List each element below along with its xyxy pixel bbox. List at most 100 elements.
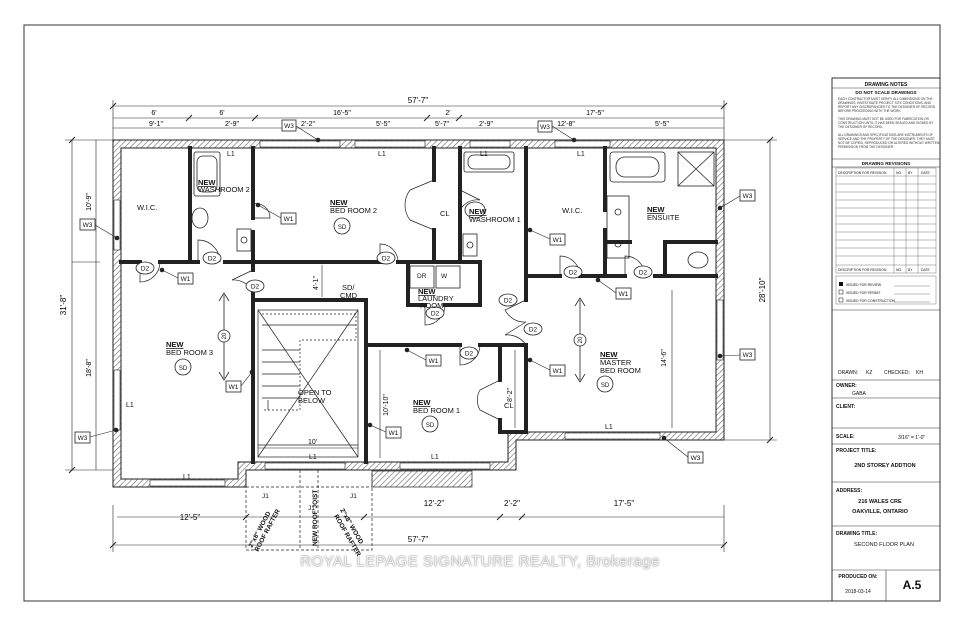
dim-open-width: 10' [308, 439, 317, 446]
tb-note-line-6: THIS DRAWING MUST NOT BE USED FOR FABRIC… [838, 117, 930, 121]
tb-project-label: PROJECT TITLE: [836, 448, 877, 454]
tb-address-label: ADDRESS: [836, 488, 862, 494]
dim-top-2: 6' [219, 110, 224, 117]
tb-note-line-13: PERMISSION FROM THE DESIGNER. [838, 145, 894, 149]
tb-scale-label: SCALE: [836, 434, 855, 440]
tag-l1-6: L1 [183, 474, 191, 481]
title-block-text: DRAWING NOTES DO NOT SCALE DRAWINGS EACH… [836, 82, 940, 595]
dim-bottom-1: 12'-5" [180, 513, 201, 522]
tb-client-label: CLIENT: [836, 404, 856, 410]
roof-j1-left: J1 [262, 493, 269, 500]
label-washroom2: WASHROOM 2 [198, 185, 250, 194]
smoke-detectors [174, 217, 614, 433]
tag-w3-7: W3 [691, 455, 701, 462]
tag-w3-5: W3 [743, 352, 753, 359]
label-w: W [441, 273, 448, 280]
tb-rev-col-date: DATE [921, 171, 931, 175]
tb-issue-permit: ISSUED FOR PERMIT [846, 291, 880, 295]
tag-d2-7: D2 [529, 327, 538, 334]
dim-top-3: 16'-5" [333, 110, 351, 117]
label-bed3-new: NEW [166, 340, 184, 349]
dim-bottom-3: 2'-2" [504, 499, 520, 508]
label-open-2: BELOW [298, 396, 326, 405]
tag-w1-1: W1 [284, 216, 294, 223]
roof-zone [245, 470, 373, 551]
dim-top-5: 17'-5" [586, 110, 604, 117]
issue-boxes [838, 282, 844, 303]
tb-rev-col-by: BY [908, 171, 913, 175]
label-sd-cmd-1: SD/ [342, 283, 355, 292]
tb-project-value: 2ND STOREY ADDTION [854, 463, 915, 469]
label-bed2: BED ROOM 2 [330, 206, 377, 215]
tb-scale-value: 3/16" = 1'-0" [898, 435, 925, 441]
tag-w3-4: W3 [743, 193, 753, 200]
tb-drawn-value: KZ [866, 370, 872, 376]
dim-top-4: 2' [445, 110, 450, 117]
tb-drawn-label: DRAWN: [838, 370, 858, 376]
label-bed1: BED ROOM 1 [413, 406, 460, 415]
dim-bottom-2: 12'-2" [424, 499, 445, 508]
dim-overall-bottom: 57'-7" [408, 535, 429, 544]
dim-top2-5: 5'-7" [435, 121, 449, 128]
label-laundry-2: ROOM [420, 301, 443, 310]
window-tags [74, 119, 756, 464]
tag-l1-4: L1 [577, 151, 585, 158]
tb-note-line-12: NOT BE COPIED, REPRODUCED OR ALTERED WIT… [838, 141, 940, 145]
stair-opening [257, 309, 359, 458]
dim-master-height: 14'-6" [661, 349, 668, 367]
tag-d2-9: D2 [569, 270, 578, 277]
tb-sheet-number: A.5 [903, 578, 922, 592]
tb-note-line-8: THE DESIGNER OF RECORD. [838, 125, 883, 129]
tag-d2-1: D2 [141, 266, 150, 273]
dim-overall-left: 31'-8" [59, 295, 68, 316]
label-open-1: OPEN TO [298, 388, 332, 397]
dim-left-1: 10'-9" [86, 193, 93, 211]
dim-bed1-height: 10'-10" [383, 394, 390, 416]
label-master-new: NEW [600, 350, 618, 359]
door-tag-text: D2 D2 D2 D2 D2 D2 D2 D2 D2 D2 [141, 256, 648, 358]
title-block-border [831, 77, 941, 602]
tb-rev-col-desc: DESCRIPTION FOR REVISION [838, 171, 887, 175]
tb-owner-value: GABA [852, 391, 867, 397]
label-master-2: BED ROOM [600, 366, 641, 375]
fixtures [191, 151, 715, 289]
label-ensuite: ENSUITE [647, 213, 680, 222]
tb-issue-construction: ISSUED FOR CONSTRUCTION [846, 299, 896, 303]
window-tag-text: W1 W1 W1 W1 W1 W1 W1 W1 W3 W3 W3 W3 W3 W… [78, 123, 753, 462]
tag-d2-8: D2 [465, 351, 474, 358]
inner-dimension-lines [258, 265, 673, 458]
window-openings [113, 140, 724, 487]
tb-rev-col-no-2: NO. [896, 268, 902, 272]
label-bed1-new: NEW [413, 398, 431, 407]
label-washroom1: WASHROOM 1 [469, 215, 521, 224]
label-master-sd: SD [601, 383, 610, 389]
tb-notes-heading: DRAWING NOTES [865, 82, 908, 88]
title-block-grid [832, 87, 940, 601]
label-laundry-new: NEW [418, 287, 436, 296]
room-labels: W.I.C. NEW WASHROOM 2 NEW BED ROOM 2 SD … [137, 178, 680, 429]
roof-j1-right: J1 [350, 493, 357, 500]
label-sd-cmd-2: CMD [340, 291, 358, 300]
tag-w1-7: W1 [229, 384, 239, 391]
tag-w3-1: W3 [284, 123, 294, 130]
tag-d2-5: D2 [431, 311, 440, 318]
tag-d2-2: D2 [208, 256, 217, 263]
label-washroom1-new: NEW [469, 207, 487, 216]
tag-w1-5: W1 [429, 358, 439, 365]
tb-note-line-1: EACH CONTRACTOR MUST VERIFY ALL DIMENSIO… [838, 97, 933, 101]
label-cl-bed1: CL [504, 401, 514, 410]
interior-walls [119, 146, 718, 464]
inner-dimension-text: 10' 10'-10" 14'-6" 8'-2" 4'-1" [308, 276, 668, 446]
tb-rev-col-desc-2: DESCRIPTION FOR REVISION [838, 268, 887, 272]
tb-rev-col-date-2: DATE [921, 268, 931, 272]
tb-note-line-3: REPORT ANY DISCREPANCIES TO THE DESIGNER… [838, 105, 936, 109]
dim-overall-right: 28'-10" [758, 277, 767, 302]
lintel-tags: L1 L1 L1 L1 L1 L1 L1 L1 L1 [126, 151, 613, 481]
label-wic-right: W.I.C. [562, 206, 582, 215]
tb-note-line-2: DRAWINGS, INVESTIGATE PROJECT SITE CONDI… [838, 101, 932, 105]
roof-j1-center: J1 [308, 505, 315, 512]
dim-hall-height: 4'-1" [313, 276, 320, 290]
tb-note-lines: EACH CONTRACTOR MUST VERIFY ALL DIMENSIO… [838, 97, 940, 149]
tag-l1-7: L1 [309, 454, 317, 461]
